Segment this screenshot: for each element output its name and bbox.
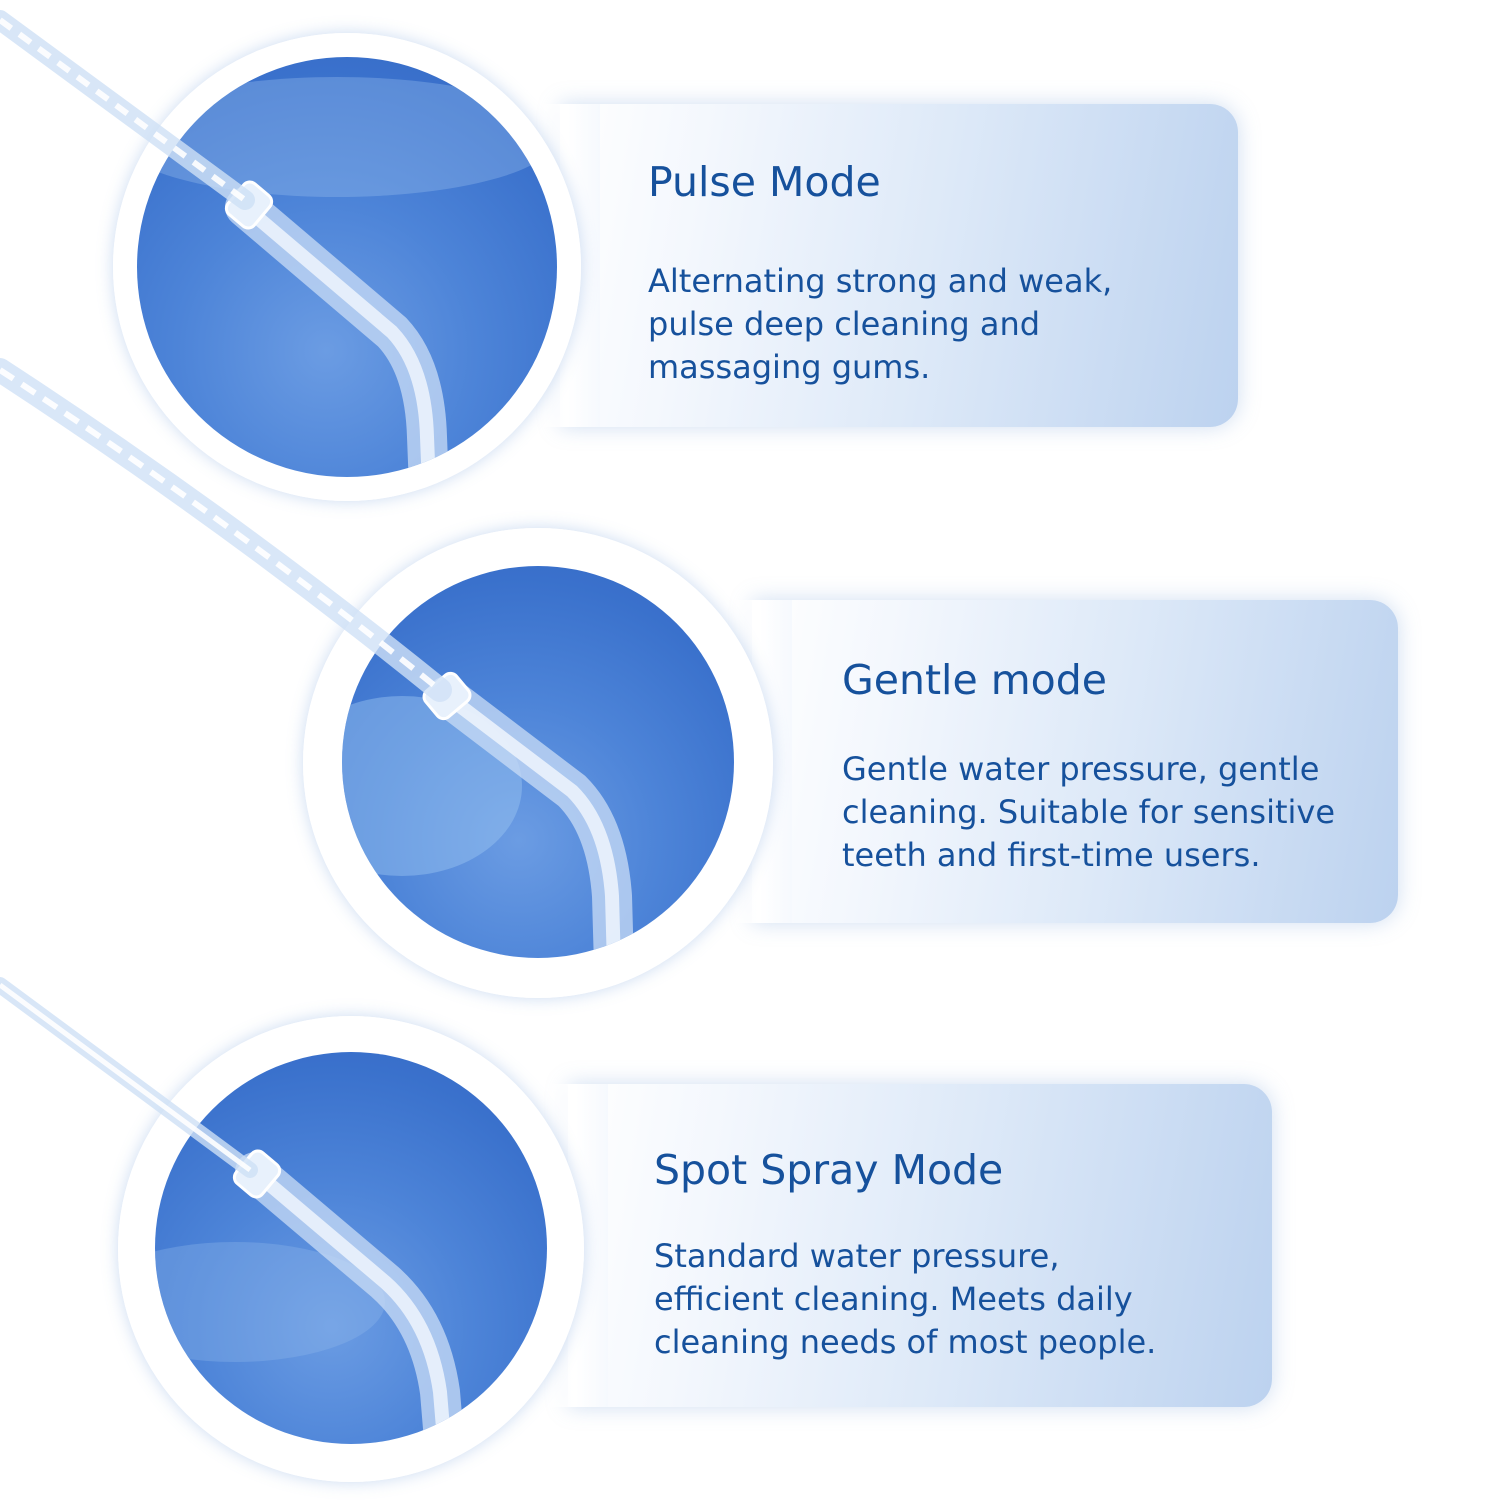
description-line: pulse deep cleaning and xyxy=(648,305,1041,343)
water-flosser-nozzle-icon xyxy=(155,1052,547,1444)
description-line: Alternating strong and weak, xyxy=(648,262,1113,300)
description-line: Standard water pressure, xyxy=(654,1237,1060,1275)
description-line: teeth and first-time users. xyxy=(842,836,1261,874)
description-line: Gentle water pressure, gentle xyxy=(842,750,1320,788)
description-line: cleaning. Suitable for sensitive xyxy=(842,793,1336,831)
mode-title: Pulse Mode xyxy=(648,158,881,206)
nozzle-frame xyxy=(118,1016,584,1482)
mode-card xyxy=(712,600,1398,923)
water-flosser-nozzle-icon xyxy=(137,57,557,477)
water-flosser-nozzle-icon xyxy=(342,566,734,958)
mode-title: Spot Spray Mode xyxy=(654,1146,1004,1194)
mode-title: Gentle mode xyxy=(842,656,1107,704)
description-line: cleaning needs of most people. xyxy=(654,1323,1157,1361)
mode-card xyxy=(520,104,1238,427)
nozzle-frame xyxy=(113,33,581,501)
mode-card xyxy=(528,1084,1272,1407)
nozzle-frame xyxy=(303,528,773,998)
mode-description: Alternating strong and weak, pulse deep … xyxy=(648,260,1112,389)
mode-description: Standard water pressure, efficient clean… xyxy=(654,1235,1156,1364)
description-line: massaging gums. xyxy=(648,348,931,386)
description-line: efficient cleaning. Meets daily xyxy=(654,1280,1133,1318)
mode-description: Gentle water pressure, gentle cleaning. … xyxy=(842,748,1335,877)
